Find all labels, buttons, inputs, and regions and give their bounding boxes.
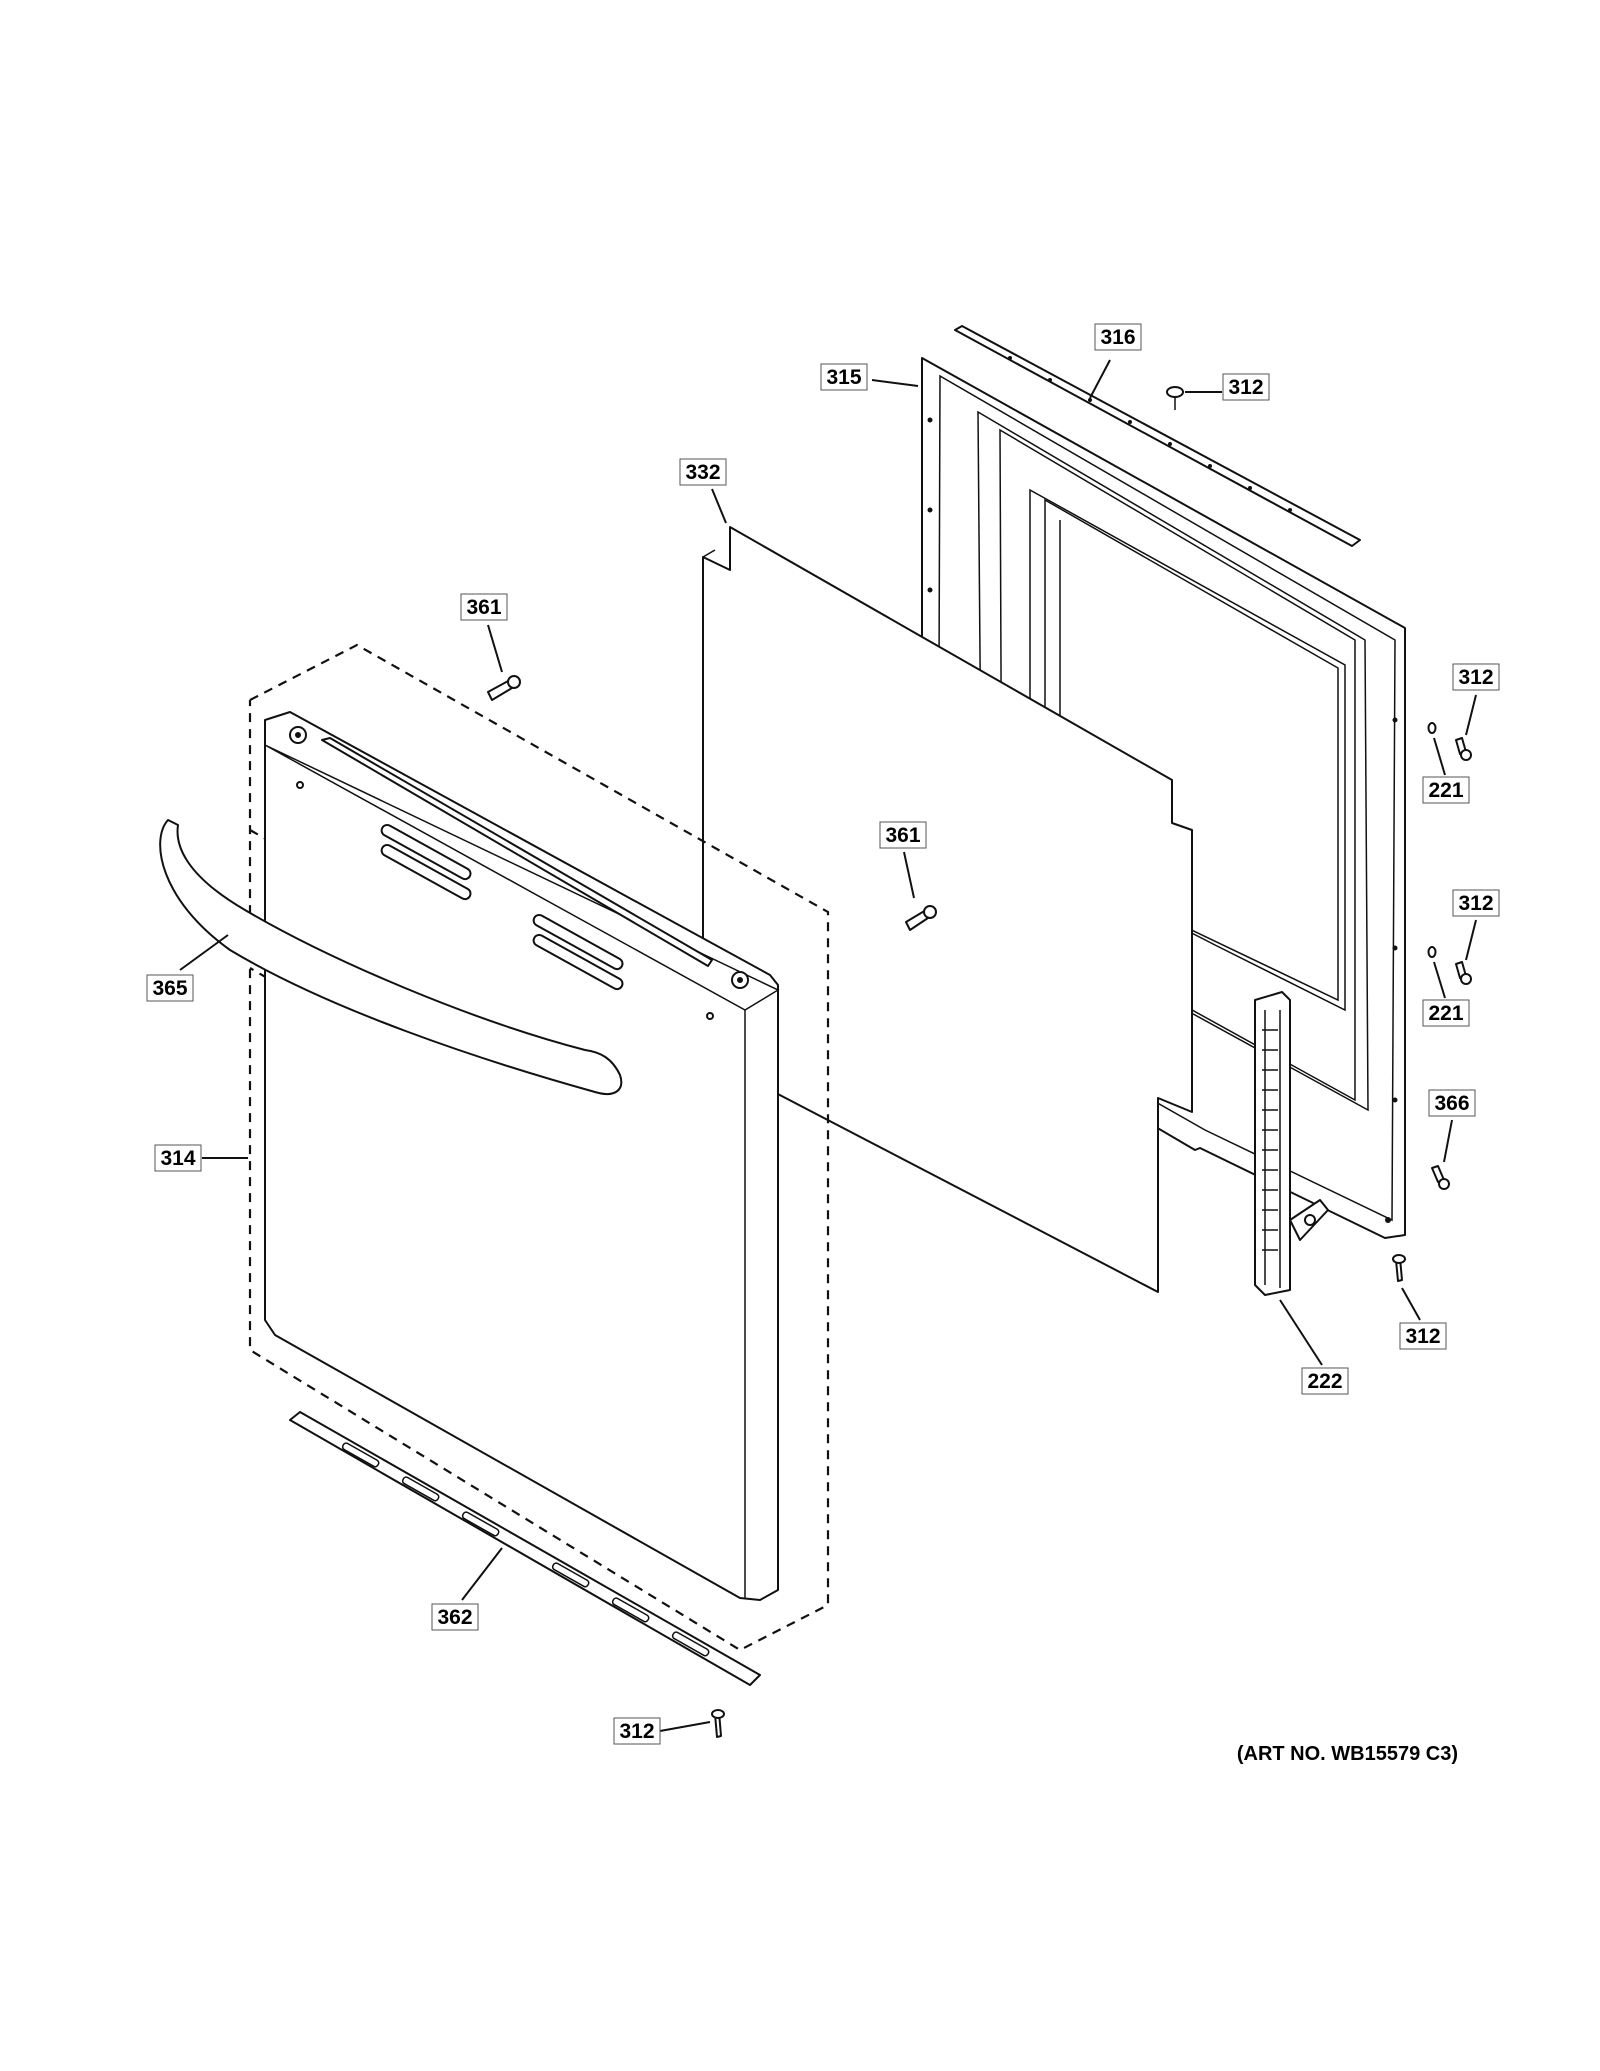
svg-text:332: 332 bbox=[685, 461, 720, 484]
callout-312-right-upper: 312 bbox=[1452, 663, 1500, 691]
svg-text:316: 316 bbox=[1100, 326, 1135, 349]
callout-312-right-lower: 312 bbox=[1399, 1322, 1447, 1350]
svg-text:312: 312 bbox=[1405, 1325, 1440, 1348]
callout-222: 222 bbox=[1301, 1367, 1349, 1395]
screw-312-top bbox=[1166, 386, 1184, 410]
callout-221-lower: 221 bbox=[1422, 999, 1470, 1027]
screw-312-right-lower bbox=[1392, 1254, 1406, 1282]
svg-text:314: 314 bbox=[160, 1147, 195, 1170]
svg-text:312: 312 bbox=[1458, 892, 1493, 915]
door-vents bbox=[380, 823, 624, 991]
screw-312-bottom bbox=[711, 1709, 725, 1738]
callout-312-top: 312 bbox=[1222, 373, 1270, 401]
washer-221-lower bbox=[1427, 946, 1437, 958]
svg-text:361: 361 bbox=[885, 824, 920, 847]
svg-text:222: 222 bbox=[1307, 1370, 1342, 1393]
callout-312-right-mid: 312 bbox=[1452, 889, 1500, 917]
callout-312-bottom: 312 bbox=[613, 1717, 661, 1745]
svg-text:366: 366 bbox=[1434, 1092, 1469, 1115]
svg-text:221: 221 bbox=[1428, 1002, 1463, 1025]
callout-316: 316 bbox=[1094, 323, 1142, 351]
top-trim-strip-316 bbox=[954, 325, 1361, 547]
callout-361-center: 361 bbox=[879, 821, 927, 849]
screw-361-left bbox=[487, 675, 521, 701]
svg-text:312: 312 bbox=[619, 1720, 654, 1743]
svg-text:315: 315 bbox=[826, 366, 861, 389]
callout-332: 332 bbox=[679, 458, 727, 486]
callout-315: 315 bbox=[820, 363, 868, 391]
art-number: (ART NO. WB15579 C3) bbox=[1237, 1743, 1458, 1765]
svg-text:362: 362 bbox=[437, 1606, 472, 1629]
outer-door-panel-314 bbox=[264, 711, 780, 1601]
svg-text:312: 312 bbox=[1458, 666, 1493, 689]
door-handle-365 bbox=[159, 819, 623, 1095]
door-hinge-222 bbox=[1254, 991, 1329, 1296]
screw-312-right-upper bbox=[1455, 737, 1472, 761]
leader-lines bbox=[179, 359, 1477, 1732]
svg-text:361: 361 bbox=[466, 596, 501, 619]
svg-text:221: 221 bbox=[1428, 779, 1463, 802]
screw-361-center bbox=[905, 905, 937, 931]
door-insulation-panel-332 bbox=[702, 526, 1193, 1293]
bottom-trim-strip-362 bbox=[289, 1411, 761, 1686]
callout-361-left: 361 bbox=[460, 593, 508, 621]
frame-holes bbox=[927, 417, 1398, 1223]
callout-365: 365 bbox=[146, 974, 194, 1002]
washer-221-upper bbox=[1427, 722, 1437, 734]
callout-366: 366 bbox=[1428, 1089, 1476, 1117]
screw-312-right-mid bbox=[1455, 961, 1472, 985]
svg-text:312: 312 bbox=[1228, 376, 1263, 399]
svg-text:365: 365 bbox=[152, 977, 187, 1000]
callout-362: 362 bbox=[431, 1603, 479, 1631]
screw-366 bbox=[1431, 1165, 1450, 1190]
callout-221-upper: 221 bbox=[1422, 776, 1470, 804]
callout-314: 314 bbox=[154, 1144, 202, 1172]
